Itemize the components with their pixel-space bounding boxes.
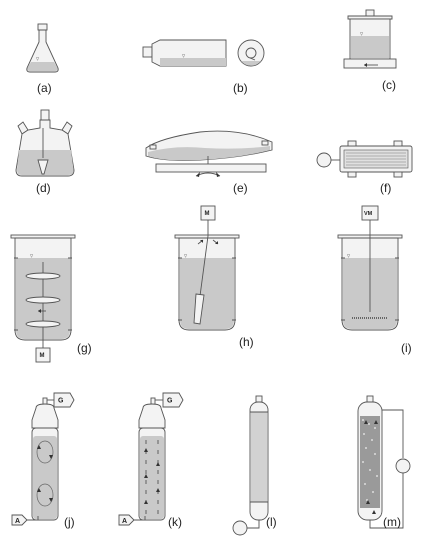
panel-b-label: (b) [233,81,248,95]
panel-k-bubble-column: G A [118,392,184,526]
panel-h-motor: M [205,211,210,217]
panel-l-packed-bed [232,395,269,536]
panel-i-vibromixer: VM ▽ [337,205,403,331]
panel-i-label: (i) [401,341,412,355]
panel-j-label: (j) [64,515,75,529]
panel-i-motor: VM [364,211,373,217]
panel-m-label: (m) [383,515,401,529]
svg-text:▽: ▽ [182,53,186,58]
panel-c-label: (c) [382,78,396,92]
panel-k-gas-outlet: G [167,398,173,405]
panel-h-label: (h) [239,335,254,349]
panel-m-fluidized-bed [357,395,411,529]
svg-text:▽: ▽ [184,253,188,258]
panel-f-hollow-fiber [316,140,413,178]
panel-g-label: (g) [77,341,92,355]
panel-f-label: (f) [380,181,391,195]
panel-j-gas-outlet: G [58,398,64,405]
panel-a-shake-flask: ▽ [26,23,59,73]
svg-text:▽: ▽ [360,31,364,36]
panel-j-air-inlet: A [15,518,20,525]
panel-k-air-inlet: A [122,518,127,525]
panel-b-roller-bottle: ▽ [142,39,265,67]
panel-a-label: (a) [37,81,52,95]
svg-text:▽: ▽ [347,253,351,258]
svg-text:▽: ▽ [36,56,40,61]
svg-text:▽: ▽ [30,253,34,258]
panel-l-label: (l) [266,515,277,529]
panel-e-label: (e) [233,181,248,195]
panel-k-label: (k) [168,515,182,529]
panel-g-stirred-tank: ▽ M [10,234,76,363]
panel-j-airlift: G A [11,392,75,526]
panel-e-wave-bag [145,130,273,177]
panel-d-label: (d) [36,181,51,195]
panel-g-motor: M [40,353,45,359]
panel-c-spinner-flask: ▽ [343,9,397,69]
panel-h-inclined-impeller: M ▽ [174,205,240,331]
panel-d-multineck-flask [15,109,75,177]
